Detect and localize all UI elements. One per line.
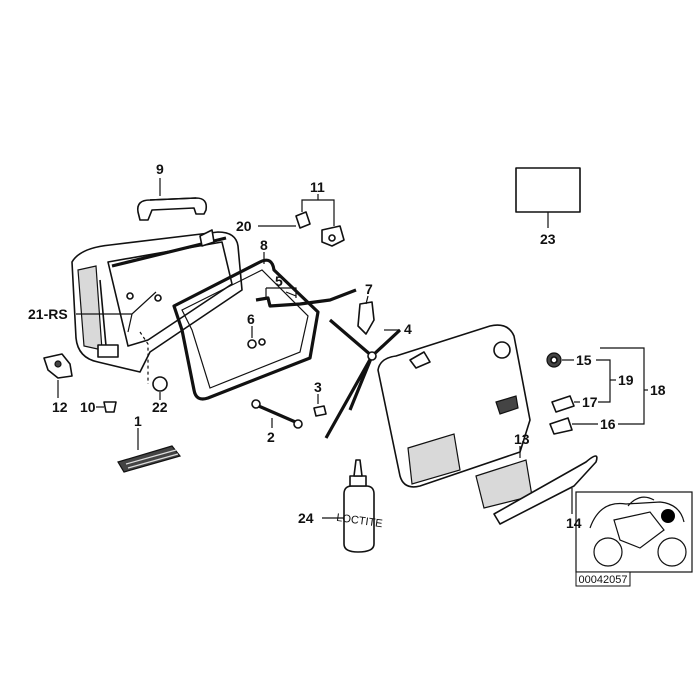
clip-part [357,301,375,335]
grommet-part-15 [546,352,562,368]
callout-3: 3 [314,379,322,395]
trim-strip-part [493,455,598,525]
callout-7: 7 [365,281,373,297]
callout-1: 1 [134,413,142,429]
callout-13: 13 [514,431,530,447]
loctite-bottle-part: LOCTITE [336,459,383,553]
callout-9: 9 [156,161,164,177]
callout-24: 24 [298,510,314,526]
callout-16: 16 [600,416,616,432]
callout-17: 17 [582,394,598,410]
right-case-cover [377,324,531,488]
placeholder-box-part [515,167,581,213]
callout-20: 20 [236,218,252,234]
pad-part-16 [549,417,573,435]
bolt-part-3 [313,405,327,417]
callout-4: 4 [404,321,412,337]
location-marker [661,509,675,523]
rod-part-2 [251,399,303,429]
cable-part [324,318,402,439]
cap-part-10 [103,401,117,413]
thumbnail-code: 00042057 [579,574,628,586]
callout-18: 18 [650,382,666,398]
callout-15: 15 [576,352,592,368]
callout-23: 23 [540,231,556,247]
callout-22: 22 [152,399,168,415]
callout-2: 2 [267,429,275,445]
cap-part-22 [152,376,168,392]
callout-14: 14 [566,515,582,531]
pad-part-17 [551,395,575,413]
callout-10: 10 [80,399,96,415]
lock-part [43,353,73,379]
screw-part-6 [247,338,266,349]
rubber-strip-part [117,445,182,473]
callout-19: 19 [618,372,634,388]
callout-11: 11 [310,179,325,195]
callout-8: 8 [260,237,268,253]
seal-frame-part [172,258,320,401]
handle-part [136,197,208,221]
wire-bracket-part [255,288,357,308]
callout-5: 5 [275,273,283,289]
motorcycle-thumbnail [575,491,693,573]
left-case-shell [71,229,243,373]
callout-6: 6 [247,311,255,327]
callout-12: 12 [52,399,68,415]
bracket-part-11 [295,211,345,247]
callout-21-rs: 21-RS [28,306,68,322]
